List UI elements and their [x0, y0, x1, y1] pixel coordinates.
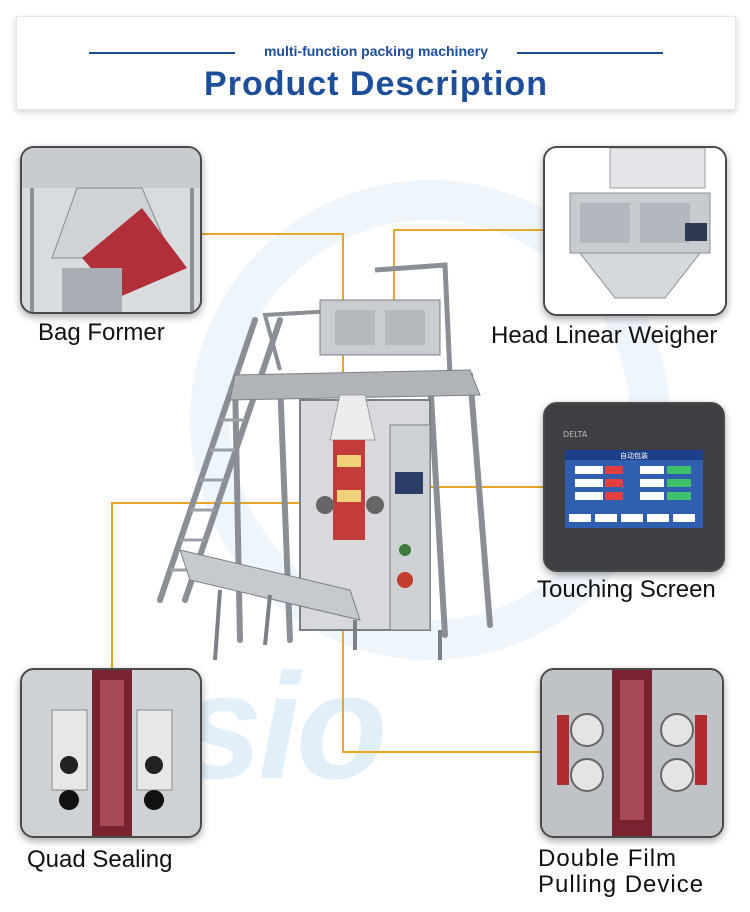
header-subtitle: multi-function packing machinery — [263, 43, 489, 59]
touch-screen-thumbnail: DELTA 自动包装 — [543, 402, 725, 572]
connector-quad-sealing — [111, 502, 318, 668]
bag-former-label: Bag Former — [38, 319, 165, 346]
connector-weigher — [393, 229, 543, 320]
header-banner: multi-function packing machinery Product… — [16, 16, 736, 110]
quad-sealing-photo — [22, 670, 200, 836]
screen-title: 自动包装 — [620, 451, 648, 460]
film-pulling-label-line2: Pulling Device — [538, 871, 705, 898]
film-pulling-photo — [542, 670, 722, 836]
linear-weigher-photo — [545, 148, 725, 314]
touch-screen-photo: DELTA 自动包装 — [545, 404, 723, 570]
film-pulling-thumbnail — [540, 668, 724, 838]
bag-former-thumbnail — [20, 146, 202, 314]
bag-former-photo — [22, 148, 200, 312]
film-pulling-label-line1: Double Film — [538, 845, 678, 872]
header-rule-left — [89, 52, 235, 54]
touch-screen-label: Touching Screen — [537, 576, 716, 603]
packing-machine-image — [157, 262, 493, 661]
film-pulling-label: Double Film Pulling Device — [538, 846, 704, 898]
screen-brand: DELTA — [563, 430, 588, 439]
quad-sealing-thumbnail — [20, 668, 202, 838]
header-rule-right — [517, 52, 663, 54]
linear-weigher-label: Head Linear Weigher — [491, 322, 718, 349]
quad-sealing-label: Quad Sealing — [27, 846, 173, 873]
linear-weigher-thumbnail — [543, 146, 727, 316]
header-title: Product Description — [204, 65, 548, 103]
